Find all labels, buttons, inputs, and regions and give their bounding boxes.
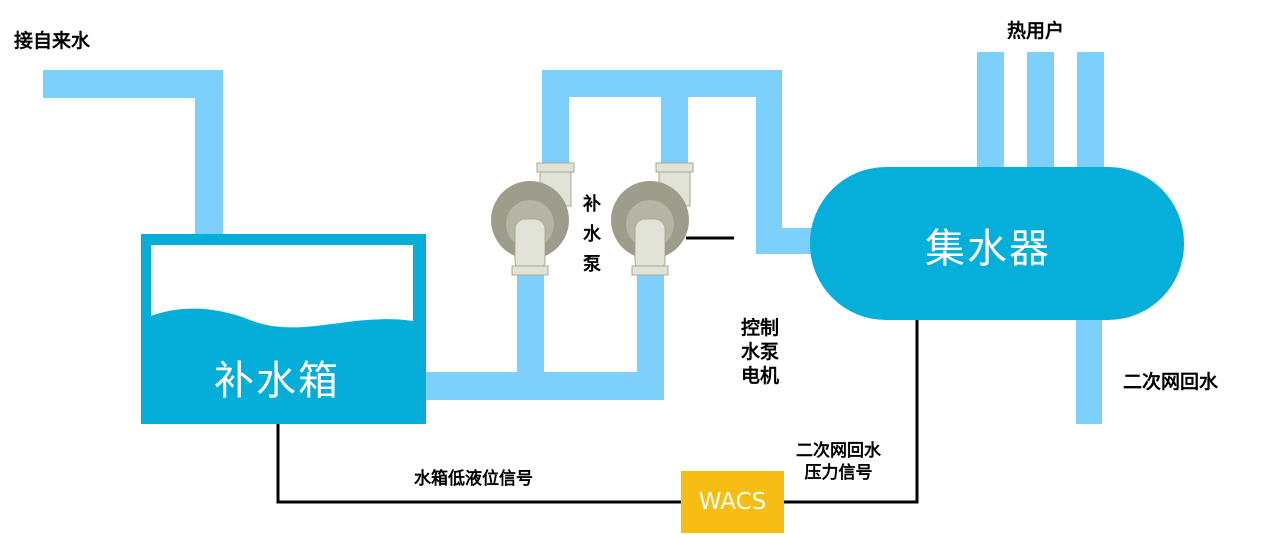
pressure-signal-label: 二次网回水 压力信号	[796, 440, 881, 484]
collector-label: 集水器	[925, 226, 1051, 272]
return-water-pipe	[1076, 300, 1102, 424]
heat-user-pipe-3	[1077, 52, 1104, 182]
signal-lines	[276, 236, 919, 504]
heat-user-pipe-2	[1027, 52, 1054, 182]
heat-user-pipe-1	[977, 52, 1004, 182]
inlet-pipe-horizontal	[43, 70, 223, 98]
pressure-signal-line-1: 二次网回水	[796, 441, 881, 461]
low-level-signal-line	[276, 424, 681, 504]
collector-body	[810, 167, 1184, 320]
wacs-label: WACS	[698, 489, 767, 515]
discharge-header-vertical	[756, 70, 782, 254]
tank-air-space	[151, 245, 413, 328]
motor-control-line-2: 水泵	[741, 341, 780, 363]
inlet-pipe-vertical	[195, 70, 223, 240]
wacs-controller: WACS	[681, 471, 784, 533]
discharge-header-top	[542, 70, 782, 97]
pump2-suction-pipe	[637, 268, 664, 398]
pressure-signal-line-2: 压力信号	[804, 463, 873, 483]
makeup-tank	[141, 234, 426, 424]
pump1-suction-pipe	[517, 268, 544, 378]
heat-users-label: 热用户	[1007, 20, 1065, 42]
inlet-label: 接自来水	[14, 30, 91, 52]
pump-1	[491, 162, 575, 276]
pump-2	[611, 162, 694, 276]
pump-label: 补水泵	[583, 194, 601, 275]
motor-control-line-3: 电机	[741, 365, 780, 387]
motor-control-label: 控制 水泵 电机	[741, 316, 779, 388]
motor-control-line-1: 控制	[741, 317, 780, 339]
return-water-label: 二次网回水	[1123, 371, 1219, 393]
pressure-signal-line	[784, 316, 919, 504]
low-level-signal-label: 水箱低液位信号	[414, 469, 533, 489]
tank-label: 补水箱	[214, 358, 340, 404]
